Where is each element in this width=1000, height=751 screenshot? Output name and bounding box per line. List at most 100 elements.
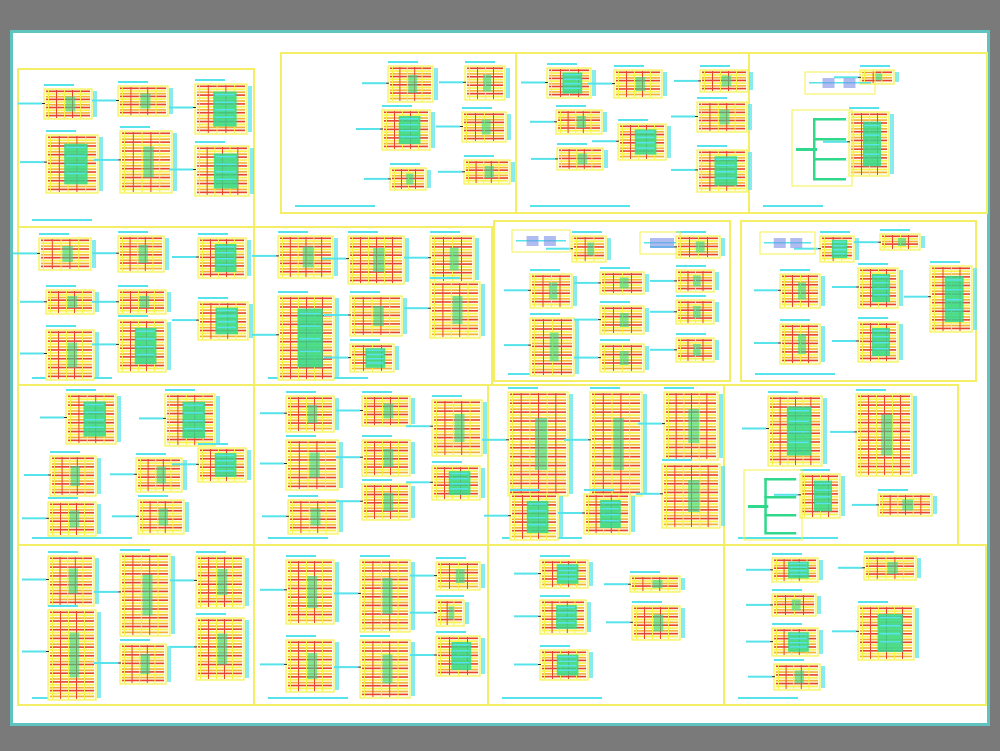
- wiring-line: [50, 528, 94, 531]
- wiring-line: [574, 237, 604, 240]
- block-title: [700, 65, 730, 67]
- component-line: [215, 171, 237, 173]
- block-title: [360, 635, 390, 637]
- busbar-line: [70, 395, 71, 443]
- busbar-line: [58, 331, 59, 379]
- busbar-line: [306, 641, 307, 691]
- schematic-block: [110, 453, 187, 493]
- busbar-line: [666, 465, 667, 527]
- busbar-line: [392, 237, 393, 283]
- terminal-labels: [481, 638, 485, 674]
- busbar-line: [631, 273, 632, 293]
- component-line: [366, 358, 384, 360]
- feeder-label: [170, 645, 194, 648]
- terminal-labels: [715, 340, 719, 360]
- busbar-line: [626, 71, 627, 97]
- component-group: [576, 116, 586, 128]
- feeder-line: [616, 140, 619, 142]
- feeder-label: [139, 417, 163, 420]
- feeder-line: [798, 494, 801, 496]
- block-title: [120, 549, 150, 551]
- terminal-labels: [165, 238, 169, 270]
- wiring-line: [122, 185, 170, 188]
- busbar-line: [885, 557, 887, 579]
- block-title: [432, 461, 462, 463]
- component-line: [789, 646, 807, 648]
- wiring-line: [41, 265, 89, 268]
- schematic-block: [832, 263, 903, 309]
- component-group: [309, 452, 320, 478]
- schematic-block: [546, 231, 611, 263]
- wiring-line: [362, 693, 408, 696]
- component-line: [215, 156, 237, 158]
- busbar-line: [674, 465, 676, 527]
- busbar-line: [352, 237, 353, 283]
- wiring-line: [362, 564, 408, 566]
- wiring-line: [138, 487, 180, 490]
- block-title: [196, 613, 226, 615]
- schematic-panel-frame: [723, 544, 987, 706]
- terminal-labels: [173, 133, 177, 191]
- schematic-block: [484, 489, 563, 541]
- wiring-line: [122, 132, 170, 135]
- wiring-line: [438, 604, 462, 606]
- busbar-line: [384, 237, 385, 283]
- busbar-line: [434, 283, 435, 337]
- wiring-line: [138, 484, 180, 487]
- wiring-line: [362, 621, 408, 624]
- busbar-line: [602, 393, 604, 495]
- component-group: [454, 414, 465, 442]
- busbar-line: [141, 132, 143, 192]
- feeder-line: [862, 567, 865, 569]
- component-group: [217, 633, 228, 665]
- feeder-line: [854, 431, 857, 433]
- component-line: [184, 412, 203, 414]
- block-title: [350, 291, 380, 293]
- block-title: [540, 595, 570, 597]
- terminal-labels: [183, 460, 187, 490]
- busbar-line: [704, 71, 705, 91]
- block-title: [557, 143, 587, 145]
- wiring-line: [592, 479, 640, 482]
- feeder-label: [252, 333, 276, 336]
- wiring-line: [558, 129, 600, 132]
- busbar-line: [290, 641, 291, 691]
- schematic-block: [94, 639, 171, 685]
- component-line: [789, 637, 807, 640]
- busbar-line: [84, 503, 85, 535]
- wiring-line: [288, 570, 332, 572]
- feeder-label: [854, 241, 878, 244]
- schematic-block: [650, 265, 719, 293]
- schematic-block: [252, 231, 338, 279]
- feeder-label: [674, 79, 698, 82]
- component-line: [452, 650, 470, 652]
- wiring-line: [620, 128, 664, 130]
- block-title: [858, 263, 888, 265]
- wiring-line: [122, 645, 164, 648]
- busbar-line: [449, 637, 450, 675]
- schematic-block: [746, 553, 823, 583]
- wiring-line: [198, 560, 242, 562]
- block-title: [388, 61, 418, 63]
- busbar-line: [483, 161, 485, 183]
- terminal-labels: [411, 486, 415, 518]
- block-title: [772, 589, 802, 591]
- wiring-line: [592, 405, 640, 407]
- busbar-line: [555, 393, 557, 495]
- busbar-line: [154, 645, 156, 683]
- wiring-line: [616, 74, 660, 76]
- wiring-line: [68, 395, 114, 398]
- feeder-line: [46, 517, 49, 519]
- feeder-line: [856, 340, 859, 342]
- feeder-label: [746, 603, 770, 606]
- wiring-line: [52, 485, 94, 488]
- feeder-label: [40, 416, 64, 419]
- wiring-line: [52, 488, 94, 491]
- oneline-bus: [764, 242, 811, 244]
- busbar-line: [374, 397, 375, 425]
- feeder-line: [460, 126, 463, 127]
- component-group: [373, 306, 384, 326]
- busbar-line: [860, 395, 861, 475]
- wiring-line: [862, 71, 892, 74]
- busbar-line: [325, 501, 327, 533]
